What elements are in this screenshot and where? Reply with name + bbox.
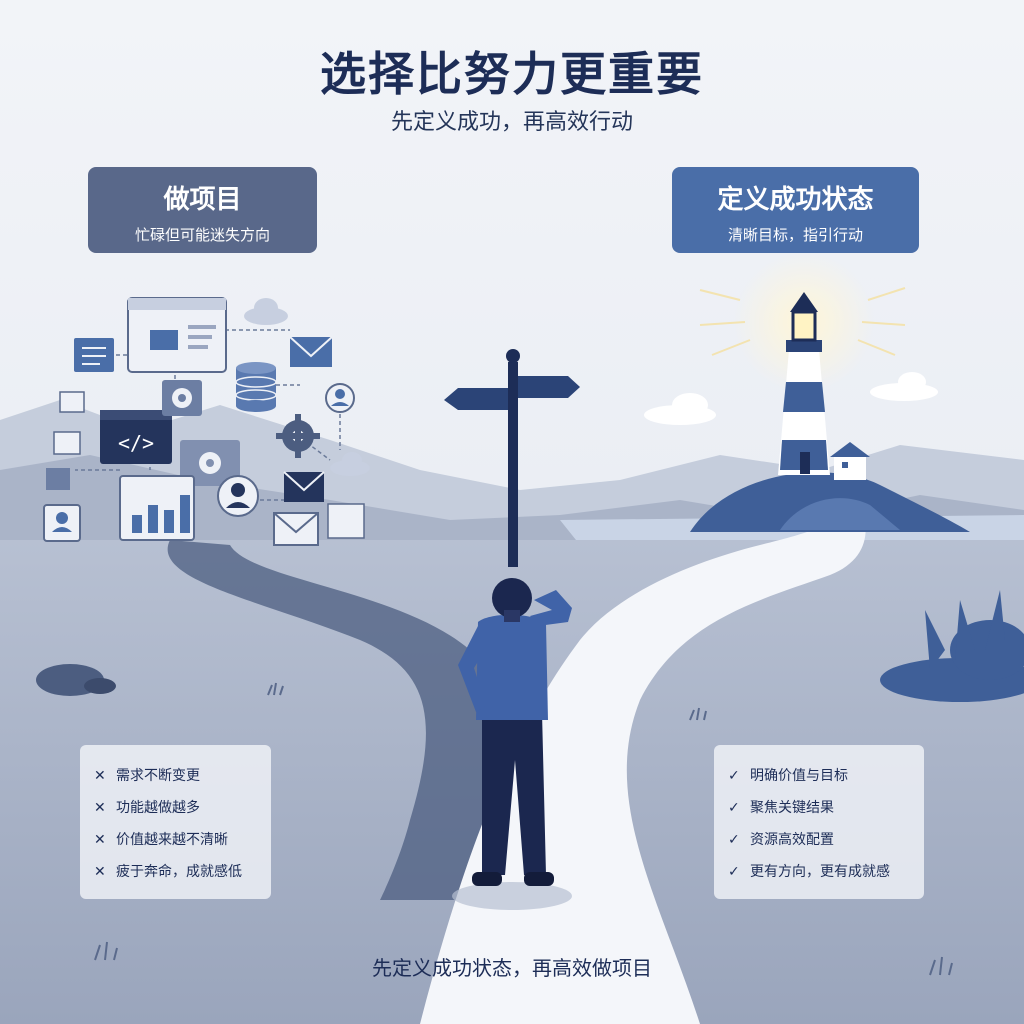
right-label-heading: 定义成功状态 — [717, 185, 874, 215]
list-item: ✕疲于奔命，成就感低 — [94, 861, 271, 893]
gear-icon — [276, 414, 320, 458]
cross-icon: ✕ — [94, 832, 106, 848]
right-label-sub: 清晰目标，指引行动 — [727, 226, 863, 244]
user-avatar-icon — [217, 475, 259, 517]
signpost-icon — [444, 349, 580, 567]
cons-list: ✕需求不断变更 ✕功能越做越多 ✕价值越来越不清晰 ✕疲于奔命，成就感低 — [80, 745, 271, 893]
list-item: ✓明确价值与目标 — [728, 765, 924, 797]
cross-icon: ✕ — [94, 768, 106, 784]
left-label-sub: 忙碌但可能迷失方向 — [134, 226, 270, 244]
check-icon: ✓ — [728, 864, 740, 880]
checklist-card-icon — [74, 338, 114, 372]
bush — [880, 590, 1024, 702]
browser-window-icon — [127, 297, 227, 373]
list-item: ✓聚焦关键结果 — [728, 797, 924, 829]
bar-chart-icon — [119, 475, 195, 541]
list-item: ✕功能越做越多 — [94, 797, 271, 829]
list-item: ✕价值越来越不清晰 — [94, 829, 271, 861]
gear-icon — [180, 440, 240, 486]
list-item: ✕需求不断变更 — [94, 765, 271, 797]
person-figure — [452, 578, 572, 910]
mail-icon — [273, 512, 319, 546]
database-icon — [235, 362, 277, 412]
list-item: ✓资源高效配置 — [728, 829, 924, 861]
cross-icon: ✕ — [94, 800, 106, 816]
footer-caption: 先定义成功状态，再高效做项目 — [372, 956, 652, 980]
mail-icon — [289, 336, 333, 367]
cross-icon: ✕ — [94, 864, 106, 880]
page-subtitle: 先定义成功，再高效行动 — [390, 110, 633, 135]
project-chaos-cluster: </> — [43, 297, 370, 546]
cons-list-card: ✕需求不断变更 ✕功能越做越多 ✕价值越来越不清晰 ✕疲于奔命，成就感低 — [80, 745, 271, 899]
dark-path — [167, 540, 501, 900]
check-icon: ✓ — [728, 768, 740, 784]
page-title: 选择比努力更重要 — [320, 47, 704, 101]
svg-text:</>: </> — [118, 431, 154, 455]
pros-list-card: ✓明确价值与目标 ✓聚焦关键结果 ✓资源高效配置 ✓更有方向，更有成就感 — [714, 745, 924, 899]
list-item: ✓更有方向，更有成就感 — [728, 861, 924, 893]
check-icon: ✓ — [728, 832, 740, 848]
user-avatar-icon — [43, 504, 81, 542]
check-icon: ✓ — [728, 800, 740, 816]
left-label-card: 做项目 忙碌但可能迷失方向 — [88, 167, 317, 253]
pros-list: ✓明确价值与目标 ✓聚焦关键结果 ✓资源高效配置 ✓更有方向，更有成就感 — [714, 745, 924, 893]
gear-icon — [162, 380, 202, 416]
left-label-heading: 做项目 — [163, 185, 242, 215]
user-avatar-icon — [325, 383, 355, 413]
right-label-card: 定义成功状态 清晰目标，指引行动 — [672, 167, 919, 253]
lighthouse-icon — [778, 292, 870, 480]
mail-icon — [283, 471, 325, 502]
cloud-icon — [244, 298, 370, 476]
cloud-icon — [644, 372, 938, 425]
code-window-icon: </> — [100, 410, 172, 464]
